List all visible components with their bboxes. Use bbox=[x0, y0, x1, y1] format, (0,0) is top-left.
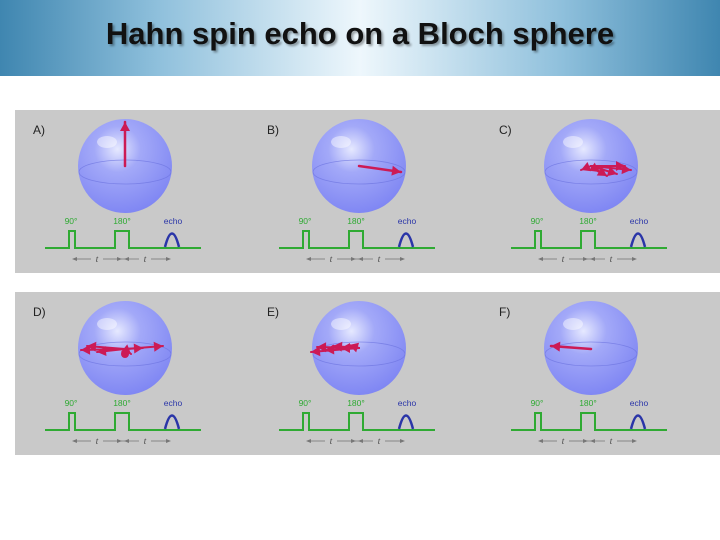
pulse-180-label: 180° bbox=[579, 216, 597, 226]
pulse-sequence: 90° 180° echo bbox=[511, 216, 667, 249]
vector-origin bbox=[121, 350, 129, 358]
page-title: Hahn spin echo on a Bloch sphere bbox=[105, 16, 615, 51]
echo-signal bbox=[163, 232, 181, 248]
pulse-sequence: 90° 180° echo bbox=[45, 398, 201, 431]
sequence-line bbox=[511, 230, 667, 249]
pulse-180-label: 180° bbox=[347, 398, 365, 408]
echo-label: echo bbox=[398, 216, 417, 226]
pulse-90-label: 90° bbox=[531, 216, 544, 226]
pulse-sequence: 90° 180° echo bbox=[279, 216, 435, 249]
echo-label: echo bbox=[398, 398, 417, 408]
sequence-line bbox=[511, 412, 667, 431]
pulse-90-label: 90° bbox=[299, 216, 312, 226]
vector-arrow bbox=[549, 341, 593, 352]
fan-arrow-1 bbox=[86, 341, 126, 352]
t-label: t bbox=[610, 254, 613, 264]
fan-arrow-5 bbox=[580, 162, 592, 172]
vector-arrow bbox=[357, 164, 403, 176]
pulse-90-label: 90° bbox=[531, 398, 544, 408]
sequence-line bbox=[45, 230, 201, 249]
t-label: t bbox=[562, 436, 565, 446]
pulse-180-label: 180° bbox=[347, 216, 365, 226]
title-banner bbox=[0, 0, 720, 76]
t-label: t bbox=[144, 254, 147, 264]
fan-arrow-5 bbox=[348, 342, 360, 353]
pulse-180-label: 180° bbox=[579, 398, 597, 408]
pulse-sequence: 90° 180° echo bbox=[45, 216, 201, 249]
vector-arrow bbox=[120, 120, 130, 168]
t-label: t bbox=[562, 254, 565, 264]
echo-label: echo bbox=[164, 216, 183, 226]
echo-label: echo bbox=[630, 216, 649, 226]
t-label: t bbox=[378, 436, 381, 446]
pulse-sequence: 90° 180° echo bbox=[511, 398, 667, 431]
t-label: t bbox=[610, 436, 613, 446]
panel-letter: B) bbox=[267, 123, 279, 137]
t-label: t bbox=[96, 436, 99, 446]
t-label: t bbox=[330, 436, 333, 446]
echo-signal bbox=[163, 414, 181, 430]
echo-signal bbox=[397, 414, 415, 430]
fan-arrow-4 bbox=[124, 341, 164, 352]
echo-label: echo bbox=[164, 398, 183, 408]
pulse-sequence: 90° 180° echo bbox=[279, 398, 435, 431]
t-label: t bbox=[96, 254, 99, 264]
pulse-90-label: 90° bbox=[299, 398, 312, 408]
magnetization-vector bbox=[357, 164, 403, 176]
magnetization-vector bbox=[120, 120, 130, 168]
sequence-line bbox=[279, 412, 435, 431]
pulse-180-label: 180° bbox=[113, 216, 131, 226]
sequence-line bbox=[45, 412, 201, 431]
fan-arrow-2 bbox=[96, 346, 126, 357]
echo-label: echo bbox=[630, 398, 649, 408]
fan-arrow-4 bbox=[588, 162, 600, 173]
sequence-line bbox=[279, 230, 435, 249]
pulse-180-label: 180° bbox=[113, 398, 131, 408]
echo-signal bbox=[629, 414, 647, 430]
pulse-90-label: 90° bbox=[65, 216, 78, 226]
pulse-90-label: 90° bbox=[65, 398, 78, 408]
echo-signal bbox=[397, 232, 415, 248]
t-label: t bbox=[144, 436, 147, 446]
fan-arrow-1 bbox=[590, 161, 626, 171]
t-label: t bbox=[330, 254, 333, 264]
panel-letter: A) bbox=[33, 123, 45, 137]
panel-letter: C) bbox=[499, 123, 512, 137]
magnetization-vector bbox=[580, 161, 632, 177]
panel-letter: D) bbox=[33, 305, 46, 319]
panel-letter: F) bbox=[499, 305, 510, 319]
magnetization-vector bbox=[80, 341, 164, 358]
t-label: t bbox=[378, 254, 381, 264]
magnetization-vector bbox=[310, 341, 360, 357]
panel-letter: E) bbox=[267, 305, 279, 319]
magnetization-vector bbox=[549, 341, 593, 352]
echo-signal bbox=[629, 232, 647, 248]
